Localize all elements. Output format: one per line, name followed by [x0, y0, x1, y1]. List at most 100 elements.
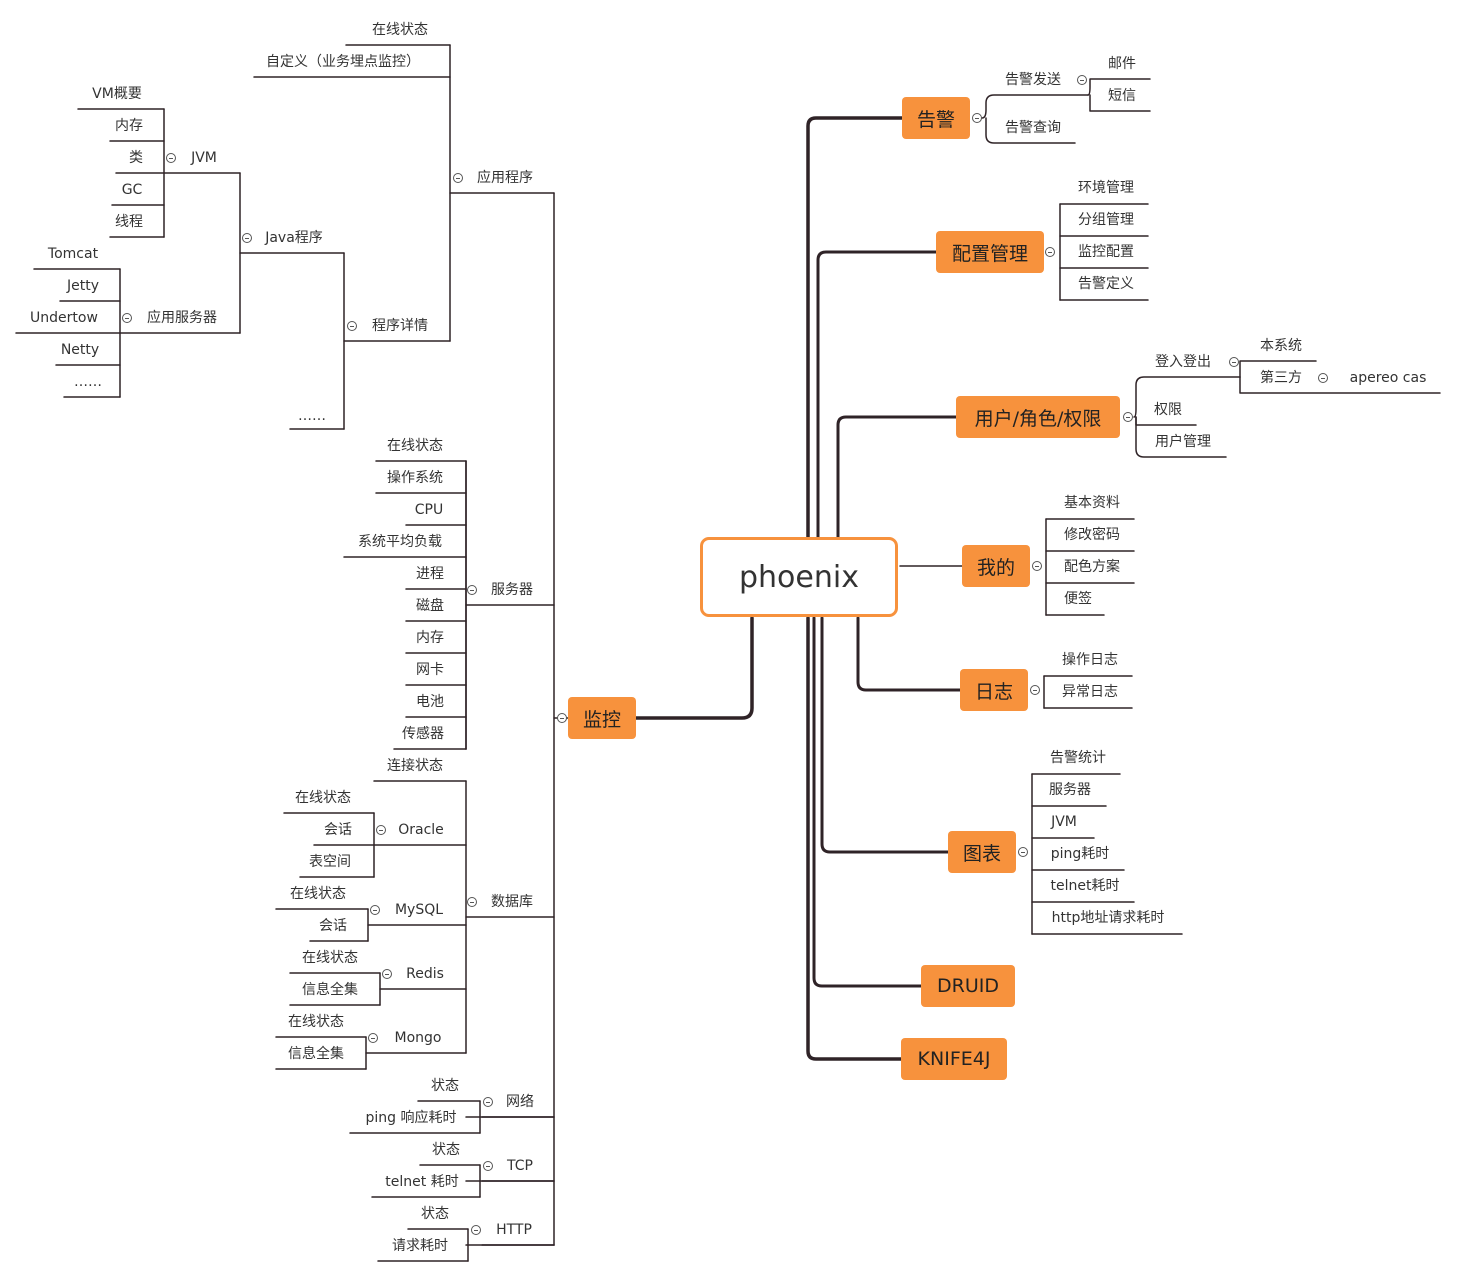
main-topic-3[interactable]: 我的 — [962, 545, 1030, 587]
node-oracle[interactable]: Oracle — [398, 822, 444, 838]
node-left-branch-children-0-children-2-children-0-children-0-children-2[interactable]: 类 — [129, 150, 143, 166]
node-left-branch-children-4-children-1[interactable]: telnet 耗时 — [385, 1174, 459, 1190]
node-left-branch-children-0-children-2-children-0-children-1-children-0[interactable]: Tomcat — [47, 246, 99, 262]
node-app-online[interactable]: 在线状态 — [372, 22, 428, 38]
node-left-branch-children-1-children-6[interactable]: 内存 — [416, 630, 444, 646]
node-program-detail[interactable]: 程序详情 — [372, 318, 428, 334]
collapse-toggle-icon[interactable] — [1045, 247, 1055, 257]
node-login[interactable]: 登入登出 — [1155, 354, 1211, 370]
collapse-toggle-icon[interactable] — [483, 1097, 493, 1107]
node-left-branch-children-1-children-3[interactable]: 系统平均负载 — [358, 534, 442, 550]
collapse-toggle-icon[interactable] — [1032, 561, 1042, 571]
node-app-custom[interactable]: 自定义（业务埋点监控） — [266, 54, 420, 70]
node-left-branch-children-1-children-1[interactable]: 操作系统 — [387, 470, 443, 486]
node-left-branch-children-2-children-1-children-0[interactable]: 在线状态 — [295, 790, 351, 806]
node-left-branch-children-1-children-4[interactable]: 进程 — [416, 566, 444, 582]
node-left-branch-children-2-children-4-children-1[interactable]: 信息全集 — [288, 1046, 344, 1062]
main-topic-4[interactable]: 日志 — [960, 669, 1028, 711]
node-right-branches-5-children-5[interactable]: http地址请求耗时 — [1051, 910, 1165, 926]
collapse-toggle-icon[interactable] — [1229, 357, 1239, 367]
node-apereo-cas[interactable]: apereo cas — [1349, 370, 1427, 386]
node-right-branches-5-children-4[interactable]: telnet耗时 — [1050, 878, 1120, 894]
node-java[interactable]: Java程序 — [265, 230, 323, 246]
collapse-toggle-icon[interactable] — [453, 173, 463, 183]
node-right-branches-5-children-2[interactable]: JVM — [1051, 814, 1077, 830]
node-right-branches-5-children-3[interactable]: ping耗时 — [1050, 846, 1110, 862]
node-http[interactable]: HTTP — [496, 1222, 532, 1238]
collapse-toggle-icon[interactable] — [467, 585, 477, 595]
collapse-toggle-icon[interactable] — [1123, 412, 1133, 422]
node-left-branch-children-0-children-2-children-0-children-0-children-3[interactable]: GC — [121, 182, 143, 198]
main-topic-6[interactable]: DRUID — [921, 965, 1015, 1007]
node-left-branch-children-1-children-5[interactable]: 磁盘 — [416, 598, 444, 614]
node-left-branch-children-3-children-0[interactable]: 状态 — [431, 1078, 459, 1094]
node-mysql[interactable]: MySQL — [394, 902, 444, 918]
node-left-branch-children-3-children-1[interactable]: ping 响应耗时 — [365, 1110, 457, 1126]
node-left-branch-children-2-children-2-children-1[interactable]: 会话 — [319, 918, 347, 934]
node-right-branches-3-children-3[interactable]: 便签 — [1064, 591, 1092, 607]
node-left-branch-children-5-children-0[interactable]: 状态 — [421, 1206, 449, 1222]
node-right-branches-1-children-0[interactable]: 环境管理 — [1078, 180, 1134, 196]
collapse-toggle-icon[interactable] — [370, 905, 380, 915]
node-redis[interactable]: Redis — [406, 966, 444, 982]
node-right-branches-3-children-2[interactable]: 配色方案 — [1064, 559, 1120, 575]
node-left-branch-children-0-children-2-children-0-children-1-children-2[interactable]: Undertow — [30, 310, 98, 326]
node-left-branch-children-4-children-0[interactable]: 状态 — [432, 1142, 460, 1158]
node-sms[interactable]: 短信 — [1108, 88, 1136, 104]
node-app-server[interactable]: 应用服务器 — [147, 310, 217, 326]
node-right-branches-1-children-1[interactable]: 分组管理 — [1078, 212, 1134, 228]
node-left-branch-children-2-children-4-children-0[interactable]: 在线状态 — [288, 1014, 344, 1030]
node-jvm[interactable]: JVM — [191, 150, 217, 166]
main-topic-1[interactable]: 配置管理 — [936, 231, 1044, 273]
collapse-toggle-icon[interactable] — [972, 113, 982, 123]
collapse-toggle-icon[interactable] — [1018, 847, 1028, 857]
main-topic-7[interactable]: KNIFE4J — [901, 1038, 1007, 1080]
main-topic-5[interactable]: 图表 — [948, 831, 1016, 873]
node-left-branch-children-1-children-8[interactable]: 电池 — [416, 694, 444, 710]
node-right-branches-3-children-0[interactable]: 基本资料 — [1064, 495, 1120, 511]
node-user-mgmt[interactable]: 用户管理 — [1155, 434, 1211, 450]
node-left-branch-children-0-children-2-children-0-children-0-children-4[interactable]: 线程 — [115, 214, 143, 230]
collapse-toggle-icon[interactable] — [376, 825, 386, 835]
node-left-branch-children-0-children-2-children-0-children-1-children-1[interactable]: Jetty — [66, 278, 100, 294]
node-left-branch-children-5-children-1[interactable]: 请求耗时 — [392, 1238, 448, 1254]
node-right-branches-4-children-0[interactable]: 操作日志 — [1062, 652, 1118, 668]
collapse-toggle-icon[interactable] — [122, 313, 132, 323]
node-left-branch-children-2-children-1-children-2[interactable]: 表空间 — [309, 854, 351, 870]
node-left-branch-children-1-children-9[interactable]: 传感器 — [402, 726, 444, 742]
node-left-branch-children-2-children-1-children-1[interactable]: 会话 — [324, 822, 352, 838]
node-left-branch-children-1-children-2[interactable]: CPU — [414, 502, 444, 518]
node-left-branch-children-2-children-3-children-1[interactable]: 信息全集 — [302, 982, 358, 998]
node-database[interactable]: 数据库 — [491, 894, 533, 910]
node-right-branches-1-children-2[interactable]: 监控配置 — [1078, 244, 1134, 260]
node-app[interactable]: 应用程序 — [477, 170, 533, 186]
node-mongo[interactable]: Mongo — [394, 1030, 442, 1046]
main-topic-2[interactable]: 用户/角色/权限 — [956, 396, 1120, 438]
collapse-toggle-icon[interactable] — [1318, 373, 1328, 383]
collapse-toggle-icon[interactable] — [166, 153, 176, 163]
collapse-toggle-icon[interactable] — [1030, 685, 1040, 695]
node-left-branch-children-0-children-2-children-0-children-1-children-4[interactable]: …… — [74, 374, 102, 390]
root-topic[interactable]: phoenix — [700, 537, 898, 617]
collapse-toggle-icon[interactable] — [467, 897, 477, 907]
main-topic-jiankong[interactable]: 监控 — [568, 697, 636, 739]
node-right-branches-5-children-1[interactable]: 服务器 — [1049, 782, 1091, 798]
node-right-branches-1-children-3[interactable]: 告警定义 — [1078, 276, 1134, 292]
node-network[interactable]: 网络 — [506, 1094, 534, 1110]
node-self-system[interactable]: 本系统 — [1260, 338, 1302, 354]
node-ellipsis[interactable]: …… — [298, 408, 326, 424]
node-right-branches-5-children-0[interactable]: 告警统计 — [1050, 750, 1106, 766]
node-left-branch-children-2-children-3-children-0[interactable]: 在线状态 — [302, 950, 358, 966]
collapse-toggle-icon[interactable] — [471, 1225, 481, 1235]
node-server[interactable]: 服务器 — [491, 582, 533, 598]
node-conn-state[interactable]: 连接状态 — [387, 758, 443, 774]
node-alert-query[interactable]: 告警查询 — [1005, 120, 1061, 136]
collapse-toggle-icon[interactable] — [1077, 75, 1087, 85]
collapse-toggle-icon[interactable] — [368, 1033, 378, 1043]
node-right-branches-4-children-1[interactable]: 异常日志 — [1062, 684, 1118, 700]
collapse-toggle-icon[interactable] — [557, 713, 567, 723]
node-left-branch-children-1-children-7[interactable]: 网卡 — [416, 662, 444, 678]
node-left-branch-children-0-children-2-children-0-children-0-children-0[interactable]: VM概要 — [92, 86, 142, 102]
node-left-branch-children-0-children-2-children-0-children-1-children-3[interactable]: Netty — [60, 342, 100, 358]
main-topic-0[interactable]: 告警 — [902, 97, 970, 139]
